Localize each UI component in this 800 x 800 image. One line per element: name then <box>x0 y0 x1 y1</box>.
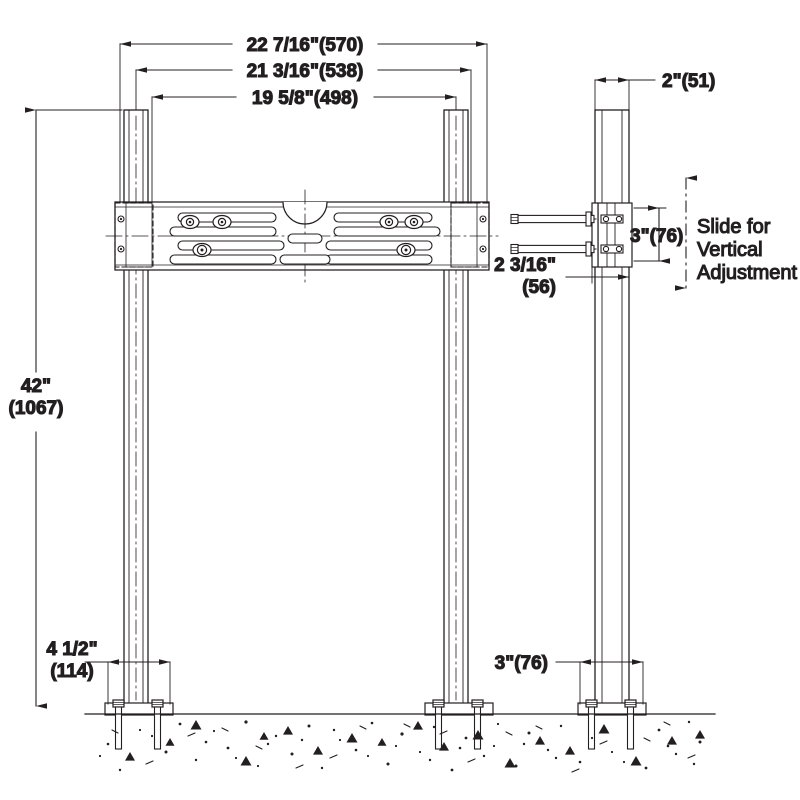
left-base-plate-group <box>104 699 174 750</box>
dim-inner-post-spacing: 19 5/8"(498) <box>252 88 358 109</box>
side-bolt-upper <box>600 214 624 224</box>
right-clamp-block <box>450 202 490 268</box>
side-anchor-bolt-b <box>624 699 637 750</box>
dim-post-depth: 2"(51) <box>662 71 715 92</box>
slot-center-lower <box>279 254 331 265</box>
side-bracket-flange <box>591 202 599 268</box>
concrete-slab-hatch <box>98 720 705 773</box>
side-view: 2"(51) <box>494 70 798 750</box>
slot-lower-left-b <box>169 254 277 265</box>
left-anchor-bolt-a <box>112 699 125 750</box>
dim-base-offset-line2: (114) <box>50 661 93 682</box>
slot-center-upper <box>287 233 323 244</box>
slot-lower-right-a <box>325 240 433 251</box>
dim-base-offset-line1: 4 1/2" <box>46 639 97 660</box>
note-slide-line2: Vertical <box>697 239 763 261</box>
dim-outer-post-spacing: 21 3/16"(538) <box>247 61 364 82</box>
mounting-bracket <box>105 189 499 287</box>
left-anchor-bolt-b <box>151 699 164 750</box>
dim-base-width-side: 3"(76) <box>495 653 548 674</box>
right-anchor-bolt-a <box>432 699 445 750</box>
through-bolt-lower <box>510 241 597 257</box>
bracket-bolt-group <box>180 214 424 258</box>
right-base-plate-group <box>424 699 494 750</box>
dim-overall-height-line1: 42" <box>21 376 51 397</box>
side-anchor-bolt-a <box>585 699 598 750</box>
side-bolt-lower <box>600 244 624 254</box>
side-post <box>594 109 630 706</box>
through-bolt-upper <box>510 211 597 227</box>
dim-bracket-slot-height: 3"(76) <box>630 226 683 247</box>
dim-bracket-standoff-line1: 2 3/16" <box>494 255 556 276</box>
note-slide-line1: Slide for <box>697 216 771 238</box>
right-anchor-bolt-b <box>471 699 484 750</box>
dim-overall-height-line2: (1067) <box>9 398 64 419</box>
dim-bracket-standoff-line2: (56) <box>522 277 556 298</box>
note-slide-line3: Adjustment <box>697 262 797 284</box>
dim-overall-width: 22 7/16"(570) <box>247 35 364 56</box>
left-clamp-block <box>114 202 154 268</box>
slot-lower-right-b <box>325 254 433 265</box>
